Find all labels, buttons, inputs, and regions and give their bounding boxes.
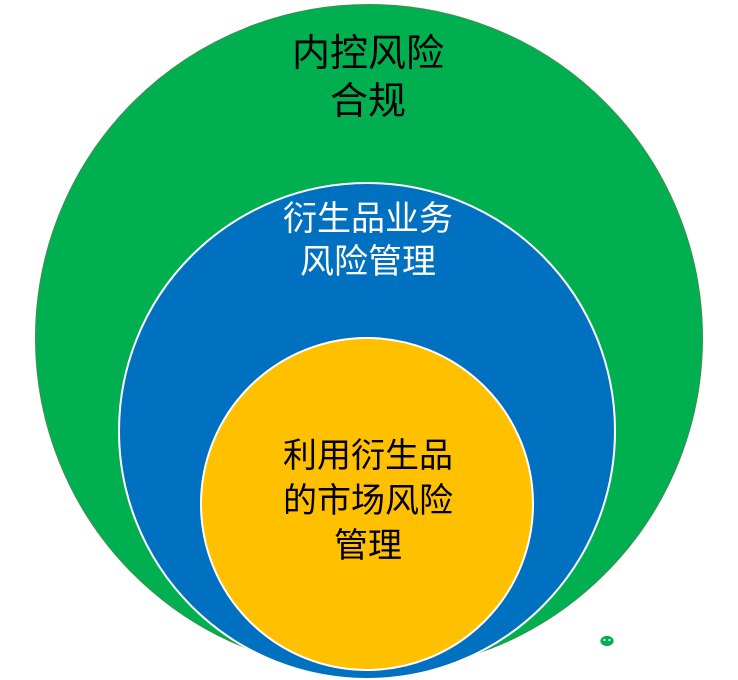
outer-label-line-1: 内控风险 [291,31,444,75]
wechat-icon [586,627,616,649]
watermark-text: 发采供应链 [622,630,707,651]
outer-circle-label: 内控风险 合规 [200,30,536,125]
middle-label-line-2: 风险管理 [300,241,436,282]
inner-circle [200,337,534,671]
inner-label-line-2: 的市场风险 [283,480,453,521]
middle-label-line-1: 衍生品业务 [283,199,453,239]
outer-label-line-2: 合规 [329,78,406,123]
watermark: 发采供应链 [586,624,707,652]
inner-label-line-3: 管理 [334,525,402,566]
inner-circle-label: 利用衍生品 的市场风险 管理 [200,434,536,569]
middle-circle-label: 衍生品业务 风险管理 [200,198,536,283]
inner-label-line-1: 利用衍生品 [283,436,453,476]
